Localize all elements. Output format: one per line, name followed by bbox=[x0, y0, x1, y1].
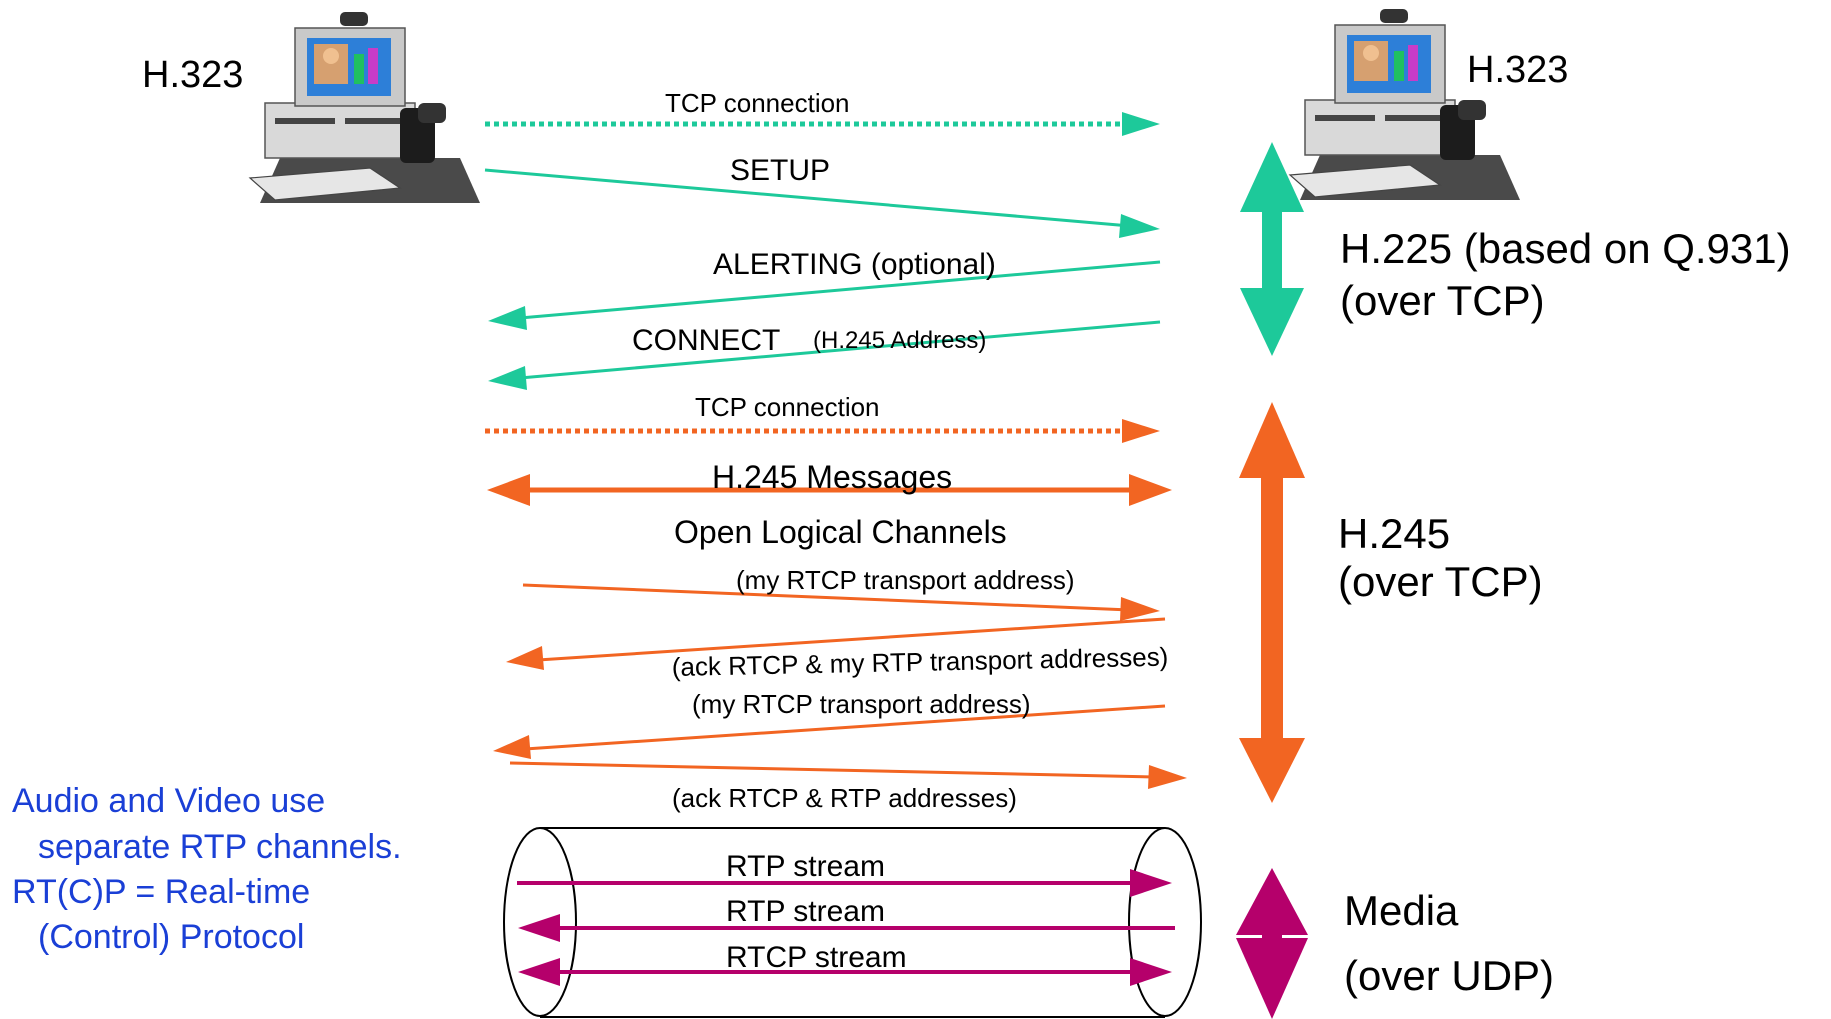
h225-phase-double-arrow bbox=[1240, 142, 1304, 356]
note-line-4: (Control) Protocol bbox=[38, 918, 304, 956]
right-computer-icon bbox=[1288, 9, 1520, 200]
olc-arrowhead-1 bbox=[1120, 597, 1160, 621]
olc-label-1: (my RTCP transport address) bbox=[736, 565, 1075, 595]
h225-phase-label-line1: H.225 (based on Q.931) bbox=[1340, 225, 1791, 272]
olc-arrow-2 bbox=[537, 617, 1166, 662]
connect-label: CONNECT bbox=[632, 324, 780, 357]
connect-arrowhead bbox=[488, 366, 527, 390]
setup-label: SETUP bbox=[730, 154, 830, 187]
setup-arrow bbox=[484, 168, 1131, 228]
rtcp-stream-arrowhead-left bbox=[518, 958, 560, 986]
olc-arrowhead-3 bbox=[493, 735, 531, 759]
tcp-connection-arrowhead-1 bbox=[1122, 112, 1160, 136]
media-phase-label-line1: Media bbox=[1344, 887, 1459, 934]
media-phase-label-line2: (over UDP) bbox=[1344, 952, 1554, 999]
h245-messages-label: H.245 Messages bbox=[712, 459, 952, 495]
connect-arrow bbox=[519, 320, 1161, 380]
tcp-connection-arrowhead-2 bbox=[1122, 419, 1160, 443]
setup-arrowhead bbox=[1119, 214, 1160, 238]
connect-detail-label: (H.245 Address) bbox=[813, 327, 986, 354]
alerting-arrowhead bbox=[488, 306, 527, 330]
udp-pipe-cylinder bbox=[503, 827, 1202, 1018]
rtcp-stream-label: RTCP stream bbox=[726, 941, 907, 974]
h245-phase-label-line2: (over TCP) bbox=[1338, 558, 1543, 605]
olc-arrowhead-2 bbox=[506, 646, 544, 670]
olc-arrowhead-4 bbox=[1148, 765, 1187, 789]
left-endpoint-label: H.323 bbox=[142, 54, 243, 96]
note-line-1: Audio and Video use bbox=[12, 782, 325, 820]
media-phase-double-arrow bbox=[1236, 868, 1308, 1019]
h245-messages-arrowhead-right bbox=[1129, 474, 1172, 506]
h245-messages-arrowhead-left bbox=[487, 474, 530, 506]
tcp-connection-label-2: TCP connection bbox=[695, 392, 880, 422]
note-line-2: separate RTP channels. bbox=[38, 828, 402, 866]
olc-label-3: (my RTCP transport address) bbox=[692, 689, 1031, 719]
olc-arrow-3 bbox=[524, 704, 1166, 751]
rtp-stream-arrowhead-2 bbox=[518, 914, 560, 942]
h225-phase-label-line2: (over TCP) bbox=[1340, 277, 1545, 324]
rtp-stream-label-2: RTP stream bbox=[726, 895, 885, 928]
alerting-arrow bbox=[519, 260, 1161, 320]
rtcp-stream-arrowhead-right bbox=[1130, 958, 1172, 986]
tcp-connection-label-1: TCP connection bbox=[665, 88, 850, 118]
olc-arrow-1 bbox=[522, 583, 1131, 612]
alerting-label: ALERTING (optional) bbox=[713, 248, 996, 281]
open-logical-channels-label: Open Logical Channels bbox=[674, 514, 1007, 550]
olc-label-4: (ack RTCP & RTP addresses) bbox=[672, 783, 1017, 813]
right-endpoint-label: H.323 bbox=[1467, 49, 1568, 91]
left-computer-icon bbox=[248, 12, 480, 203]
h245-phase-label-line1: H.245 bbox=[1338, 510, 1450, 557]
h245-phase-double-arrow bbox=[1239, 402, 1305, 803]
rtp-stream-arrowhead-1 bbox=[1130, 869, 1172, 897]
note-line-3: RT(C)P = Real-time bbox=[12, 873, 310, 911]
rtp-stream-label-1: RTP stream bbox=[726, 850, 885, 883]
olc-arrow-4 bbox=[509, 761, 1156, 779]
